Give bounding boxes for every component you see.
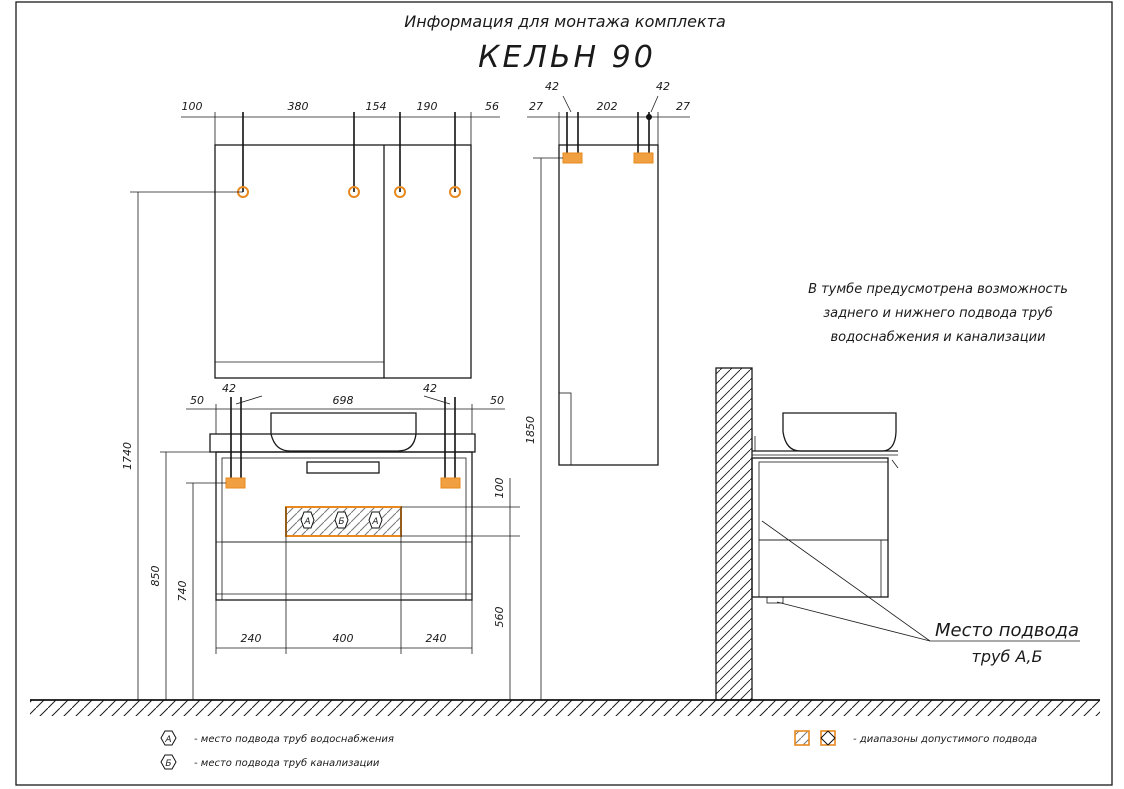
legend-range-text: - диапазоны допустимого подвода bbox=[853, 734, 1037, 745]
side-dimension-line bbox=[527, 95, 690, 700]
dim-400: 400 bbox=[333, 632, 354, 645]
dim-42-side-right: 42 bbox=[656, 80, 670, 93]
dim-698: 698 bbox=[333, 394, 354, 407]
callout-line2: труб А,Б bbox=[972, 647, 1043, 666]
side-dims: 42 42 27 202 27 bbox=[529, 80, 690, 113]
legend-b-symbol: Б bbox=[165, 759, 171, 769]
legend: А - место подвода труб водоснабжения Б -… bbox=[160, 730, 1037, 770]
zone-label-a: А bbox=[371, 517, 378, 527]
mirror-cabinet bbox=[214, 144, 472, 379]
tall-cabinet-pipes bbox=[562, 112, 654, 164]
drawing-title: КЕЛЬН 90 bbox=[478, 40, 656, 75]
wall-section bbox=[715, 367, 753, 701]
pipe-outlet-icon bbox=[394, 186, 406, 198]
dim-50-right: 50 bbox=[490, 394, 504, 407]
vanity-pipes bbox=[225, 397, 461, 489]
dim-56: 56 bbox=[485, 100, 499, 113]
dim-27-left: 27 bbox=[529, 100, 543, 113]
top-dims: 100 380 154 190 56 bbox=[182, 100, 500, 113]
dim-50-left: 50 bbox=[190, 394, 204, 407]
zone-marker-a-icon bbox=[368, 511, 383, 529]
pipe-outlet-icon bbox=[440, 477, 461, 489]
zone-label-a: А bbox=[303, 517, 310, 527]
dim-1850: 1850 bbox=[524, 416, 537, 444]
callout-line1: Место подвода bbox=[935, 620, 1079, 641]
dim-190: 190 bbox=[417, 100, 438, 113]
pipe-outlet-icon bbox=[633, 152, 654, 164]
note-line: В тумбе предусмотрена возможность bbox=[808, 282, 1068, 297]
zone-marker-a-icon bbox=[300, 511, 315, 529]
pipe-outlet-icon bbox=[225, 477, 246, 489]
dim-560: 560 bbox=[493, 607, 506, 628]
bottom-dimension-line bbox=[215, 507, 473, 654]
dim-202: 202 bbox=[597, 100, 618, 113]
legend-a-icon bbox=[160, 730, 177, 746]
height-dimension-lines bbox=[130, 191, 243, 700]
pipe-outlet-icon bbox=[449, 186, 461, 198]
mirror-pipes bbox=[237, 112, 461, 198]
legend-a-symbol: А bbox=[164, 735, 171, 745]
vanity-cabinet bbox=[209, 412, 476, 601]
dim-240-right: 240 bbox=[426, 632, 447, 645]
dim-240-left: 240 bbox=[241, 632, 262, 645]
drawing-subtitle: Информация для монтажа комплекта bbox=[404, 12, 726, 31]
pipe-outlet-icon bbox=[348, 186, 360, 198]
pipe-outlet-icon bbox=[562, 152, 583, 164]
bottom-dims: 240 400 240 bbox=[241, 632, 447, 645]
dim-42-right: 42 bbox=[423, 382, 437, 395]
dim-100-vertical: 100 bbox=[493, 478, 506, 499]
zone-label-b: Б bbox=[338, 517, 344, 527]
top-dimension-line bbox=[181, 112, 500, 145]
dim-740: 740 bbox=[176, 581, 189, 602]
dim-154: 154 bbox=[366, 100, 387, 113]
side-vanity bbox=[751, 412, 899, 604]
dim-380: 380 bbox=[288, 100, 309, 113]
legend-a-text: - место подвода труб водоснабжения bbox=[194, 733, 394, 745]
drawing-frame bbox=[15, 1, 1113, 786]
dim-42-side-left: 42 bbox=[545, 80, 559, 93]
legend-cross-icon bbox=[820, 730, 836, 746]
dim-1740: 1740 bbox=[121, 442, 134, 470]
dim-100: 100 bbox=[182, 100, 203, 113]
legend-b-text: - место подвода труб канализации bbox=[194, 757, 380, 769]
zone-marker-b-icon bbox=[334, 511, 349, 529]
note-line: водоснабжения и канализации bbox=[830, 330, 1045, 345]
cabinet-dims: 50 42 698 42 50 bbox=[190, 382, 504, 407]
dim-42-left: 42 bbox=[222, 382, 236, 395]
callout-leaders bbox=[761, 520, 1080, 642]
note-line: заднего и нижнего подвода труб bbox=[823, 306, 1053, 321]
legend-b-icon bbox=[160, 754, 177, 770]
legend-hatch-icon bbox=[794, 730, 810, 746]
pipe-zone: А Б А bbox=[285, 506, 402, 537]
floor-ground bbox=[30, 699, 1100, 716]
cabinet-dimension-line bbox=[186, 395, 505, 434]
tall-cabinet bbox=[558, 144, 659, 466]
installation-note: В тумбе предусмотрена возможность заднег… bbox=[808, 282, 1068, 345]
right-dimension-lines bbox=[401, 478, 520, 700]
dim-27-right: 27 bbox=[676, 100, 690, 113]
dim-850: 850 bbox=[149, 566, 162, 587]
